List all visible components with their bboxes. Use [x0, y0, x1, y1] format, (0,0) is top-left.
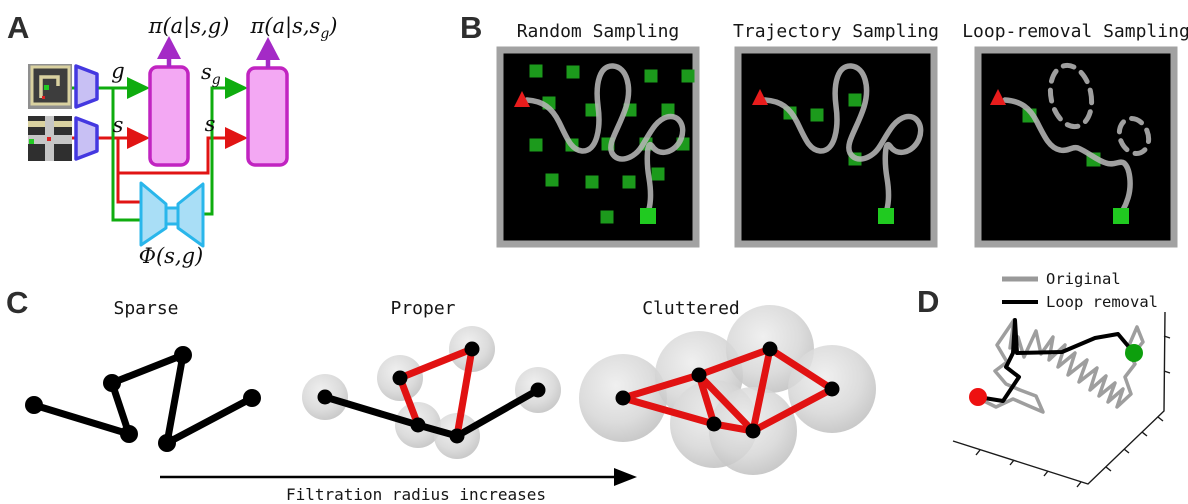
- panel-d-label: D: [917, 284, 939, 319]
- axes-3d: [952, 311, 1171, 488]
- removed-loop-1: [1047, 62, 1095, 130]
- sampling-panel-random: Random Sampling: [496, 21, 700, 248]
- sampling-panel-trajectory: Trajectory Sampling: [733, 21, 939, 248]
- filtration-balls: [302, 326, 561, 459]
- state-to-phi-wire: [116, 138, 141, 204]
- graph-proper: [302, 326, 561, 459]
- panel-title: Random Sampling: [517, 21, 680, 42]
- panel-a-label: A: [7, 10, 29, 45]
- policy2-output-arrow-icon: [256, 37, 280, 60]
- goal-encoder-trapezoid: [74, 64, 99, 109]
- panel-c: C Sparse Proper Cluttered: [6, 285, 876, 504]
- state-var-label: s: [113, 113, 124, 137]
- stage-title-sparse: Sparse: [113, 298, 178, 319]
- phi-autoencoder: [139, 181, 205, 248]
- graph-cluttered: [579, 305, 876, 475]
- goal-arrowhead-icon: [127, 77, 150, 99]
- sampling-panel-loop-removal: Loop-removal Sampling: [962, 21, 1188, 248]
- state-encoder-trapezoid: [74, 116, 99, 161]
- goal-square: [640, 208, 656, 224]
- policy-box-goal: [148, 65, 190, 167]
- state2-arrowhead-icon: [225, 127, 248, 149]
- legend: Original Loop removal: [1002, 270, 1158, 311]
- start-triangle-icon: [514, 91, 530, 107]
- panel-title: Loop-removal Sampling: [962, 21, 1188, 42]
- panel-d: D Original Loop removal: [917, 270, 1171, 488]
- policy1-output-arrow-icon: [157, 36, 181, 59]
- goal-square: [878, 208, 894, 224]
- trajectory-path: [1002, 97, 1133, 217]
- policy-right-label: π(a|s,sg): [250, 14, 338, 42]
- panel-b: B Random Sampling Trajectory Sampling: [460, 10, 1188, 248]
- state-image-thumbnail: [28, 116, 72, 161]
- loop-removal-trajectory: [977, 318, 1136, 403]
- latent-goal-var-label: sg: [201, 60, 221, 88]
- start-triangle-icon: [752, 89, 768, 105]
- panel-b-label: B: [460, 10, 482, 45]
- filtration-caption: Filtration radius increases: [286, 485, 546, 504]
- panel-a: A: [7, 10, 338, 268]
- latent-goal-arrowhead-icon: [225, 77, 248, 99]
- panel-c-label: C: [6, 285, 28, 320]
- stage-title-proper: Proper: [390, 298, 455, 319]
- legend-label-original: Original: [1046, 270, 1121, 288]
- trajectory-path: [524, 63, 686, 215]
- state-to-policy2-wire: [118, 136, 227, 175]
- state2-var-label: s: [205, 112, 216, 136]
- graph-sparse: [25, 346, 261, 452]
- policy-left-label: π(a|s,g): [148, 14, 230, 39]
- phi-label: Φ(s,g): [139, 244, 204, 268]
- start-point: [969, 388, 987, 406]
- trajectory-path: [762, 63, 924, 215]
- latent-goal-wire: [202, 86, 227, 216]
- state-arrowhead-icon: [127, 127, 150, 149]
- panel-title: Trajectory Sampling: [733, 21, 939, 42]
- goal-image-thumbnail: [28, 64, 72, 109]
- removed-loop-2: [1116, 116, 1152, 156]
- filtration-arrowhead-icon: [614, 468, 637, 486]
- goal-to-phi-wire: [111, 88, 141, 222]
- goal-square: [1113, 208, 1129, 224]
- goal-var-label: g: [111, 59, 124, 83]
- stage-title-cluttered: Cluttered: [642, 298, 740, 319]
- start-triangle-icon: [990, 89, 1006, 105]
- end-point: [1125, 344, 1143, 362]
- policy-box-latent: [246, 66, 289, 167]
- legend-label-loop-removal: Loop removal: [1046, 293, 1158, 311]
